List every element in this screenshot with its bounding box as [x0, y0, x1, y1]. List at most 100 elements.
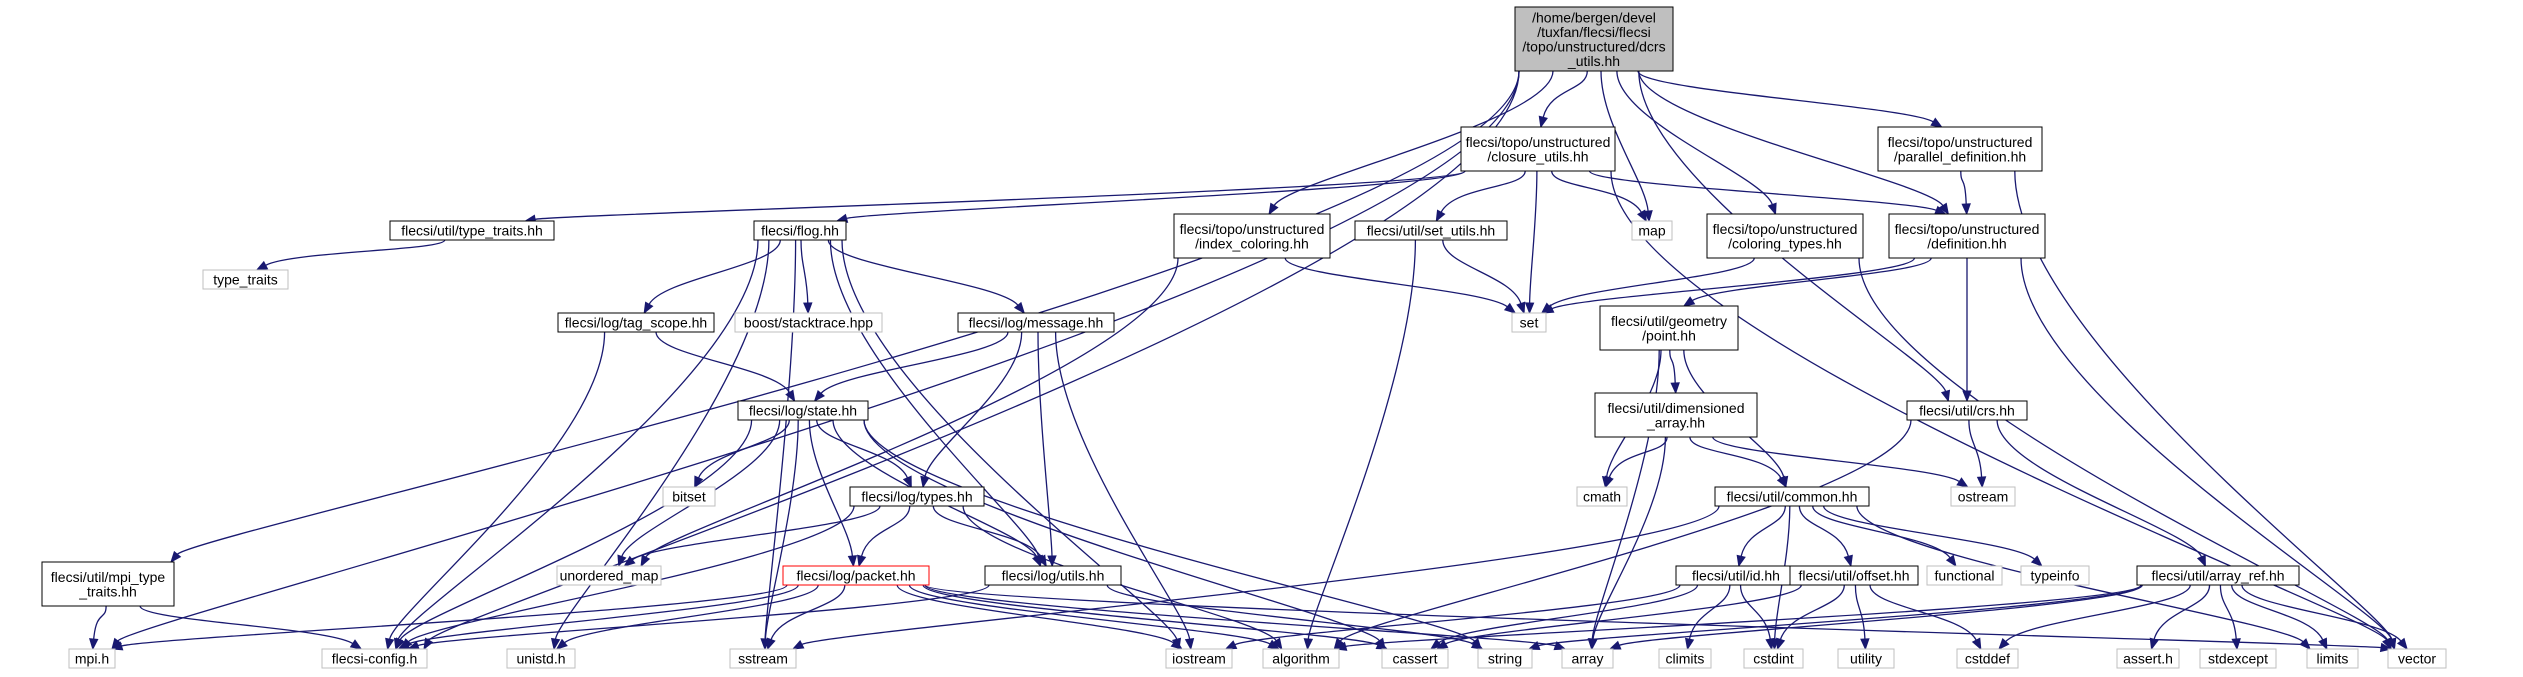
- edge-type_traits_hh-to-type_traits: [255, 239, 446, 271]
- edge-common-to-id_hh: [1736, 505, 1786, 568]
- node-stacktrace: boost/stacktrace.hpp: [734, 312, 883, 333]
- node-array-ref[interactable]: flecsi/util/array_ref.hh: [2136, 565, 2300, 586]
- node-tag-scope[interactable]: flecsi/log/tag_scope.hh: [557, 312, 715, 333]
- node-state[interactable]: flecsi/log/state.hh: [737, 400, 869, 421]
- node-label: flecsi/util/dimensioned: [1608, 400, 1745, 416]
- edge-definition-to-set: [1541, 257, 1916, 314]
- node-dimensioned-array[interactable]: flecsi/util/dimensioned_array.hh: [1594, 392, 1758, 438]
- node-label: typeinfo: [2030, 568, 2079, 584]
- node-id-hh[interactable]: flecsi/util/id.hh: [1675, 565, 1797, 586]
- node-functional: functional: [1926, 565, 2003, 586]
- node-packet[interactable]: flecsi/log/packet.hh: [782, 565, 930, 586]
- node-label: limits: [2317, 651, 2349, 667]
- node-definition[interactable]: flecsi/topo/unstructured/definition.hh: [1888, 213, 2046, 259]
- node-label: functional: [1935, 568, 1995, 584]
- edge-message-to-log_utils: [1037, 331, 1057, 568]
- node-label: /parallel_definition.hh: [1894, 148, 2026, 164]
- node-crs[interactable]: flecsi/util/crs.hh: [1906, 400, 2028, 421]
- node-label: unistd.h: [516, 651, 565, 667]
- node-label: flecsi/log/utils.hh: [1002, 568, 1105, 584]
- node-root[interactable]: /home/bergen/devel/tuxfan/flecsi/flecsi/…: [1514, 6, 1674, 72]
- edge-definition-to-point: [1682, 257, 1932, 307]
- graph-edges: [89, 70, 2408, 653]
- node-label: unordered_map: [560, 568, 659, 584]
- node-point[interactable]: flecsi/util/geometry/point.hh: [1599, 305, 1739, 351]
- node-vector: vector: [2387, 648, 2447, 669]
- node-label: cmath: [1583, 489, 1621, 505]
- node-label: _traits.hh: [78, 583, 137, 599]
- node-label: flecsi/topo/unstructured: [1713, 221, 1858, 237]
- edge-state-to-flecsi_config: [395, 419, 753, 651]
- edge-message-to-iostream: [1054, 331, 1195, 651]
- edge-packet-to-mpi_h: [110, 584, 788, 651]
- node-label: _array.hh: [1646, 414, 1705, 430]
- node-message[interactable]: flecsi/log/message.hh: [957, 312, 1115, 333]
- edge-index_coloring-to-unordered_map: [640, 257, 1179, 568]
- edge-tag_scope-to-flecsi_config: [385, 331, 606, 651]
- node-log-utils[interactable]: flecsi/log/utils.hh: [984, 565, 1122, 586]
- node-flecsi-config: flecsi-config.h: [321, 648, 428, 669]
- node-label: sstream: [738, 651, 788, 667]
- edge-definition-to-crs: [1962, 258, 1972, 403]
- edge-common-to-sstream: [791, 505, 1720, 650]
- node-label: array: [1572, 651, 1604, 667]
- edge-root-to-flecsi_config: [423, 70, 1520, 651]
- node-label: cstdint: [1753, 651, 1794, 667]
- edge-array_ref-to-vector: [2241, 584, 2408, 651]
- node-limits: limits: [2306, 648, 2359, 669]
- node-parallel-definition[interactable]: flecsi/topo/unstructured/parallel_defini…: [1877, 126, 2043, 172]
- node-closure-utils[interactable]: flecsi/topo/unstructured/closure_utils.h…: [1460, 126, 1616, 172]
- edge-packet-to-algorithm: [908, 584, 1280, 650]
- edge-flog-to-stacktrace: [800, 239, 813, 315]
- node-offset[interactable]: flecsi/util/offset.hh: [1789, 565, 1919, 586]
- edge-packet-to-iostream: [896, 584, 1183, 650]
- edge-root-to-mpi_h: [111, 70, 1520, 651]
- node-log-types[interactable]: flecsi/log/types.hh: [849, 486, 985, 507]
- node-label: flecsi/log/state.hh: [749, 403, 857, 419]
- node-mpi-type-traits[interactable]: flecsi/util/mpi_type_traits.hh: [41, 561, 175, 607]
- edge-closure_utils-to-map: [1551, 170, 1647, 223]
- edge-array_ref-to-array: [1608, 584, 2143, 650]
- edge-common-to-offset: [1798, 505, 1853, 568]
- node-label: flecsi/util/crs.hh: [1919, 403, 2015, 419]
- node-set-utils[interactable]: flecsi/util/set_utils.hh: [1354, 220, 1508, 241]
- node-label: flecsi/log/message.hh: [969, 315, 1104, 331]
- edge-parallel_definition-to-definition: [1960, 170, 1971, 216]
- edge-root-to-mpi_type_traits: [170, 70, 1520, 564]
- edge-flog-to-unistd: [550, 239, 770, 651]
- edge-id_hh-to-climits: [1684, 584, 1731, 651]
- node-label: flecsi/util/common.hh: [1727, 489, 1858, 505]
- node-string: string: [1477, 648, 1533, 669]
- edge-array_ref-to-string: [1527, 584, 2142, 651]
- node-label: flecsi/util/id.hh: [1692, 568, 1780, 584]
- node-coloring-types[interactable]: flecsi/topo/unstructured/coloring_types.…: [1706, 213, 1864, 259]
- node-index-coloring[interactable]: flecsi/topo/unstructured/index_coloring.…: [1173, 213, 1331, 259]
- node-label: flecsi/util/mpi_type: [51, 569, 166, 585]
- node-label: stdexcept: [2208, 651, 2268, 667]
- edge-root-to-crs: [1638, 70, 1951, 403]
- edge-point-to-dimensioned_array: [1669, 349, 1680, 395]
- node-sstream: sstream: [729, 648, 797, 669]
- node-label: utility: [1850, 651, 1882, 667]
- node-label: climits: [1666, 651, 1705, 667]
- edge-array_ref-to-cstddef: [1998, 584, 2191, 651]
- graph-nodes: /home/bergen/devel/tuxfan/flecsi/flecsi/…: [41, 6, 2447, 669]
- node-label: cassert: [1392, 651, 1437, 667]
- node-type-traits-hh[interactable]: flecsi/util/type_traits.hh: [389, 220, 555, 241]
- edge-tag_scope-to-state: [655, 331, 796, 403]
- node-label: algorithm: [1272, 651, 1330, 667]
- edge-message-to-log_types: [920, 331, 1023, 489]
- edge-set_utils-to-algorithm: [1303, 239, 1417, 651]
- edge-array_ref-to-limits: [2231, 584, 2328, 651]
- node-label: /home/bergen/devel: [1532, 9, 1656, 25]
- node-label: _utils.hh: [1567, 53, 1620, 69]
- node-common[interactable]: flecsi/util/common.hh: [1714, 486, 1870, 507]
- node-label: /index_coloring.hh: [1195, 235, 1309, 251]
- node-label: flecsi/log/tag_scope.hh: [565, 315, 707, 331]
- node-algorithm: algorithm: [1262, 648, 1340, 669]
- edge-packet-to-unistd: [555, 584, 819, 650]
- node-utility: utility: [1837, 648, 1895, 669]
- node-bitset: bitset: [662, 486, 716, 507]
- node-flog[interactable]: flecsi/flog.hh: [753, 220, 847, 241]
- edge-root-to-map: [1600, 70, 1653, 223]
